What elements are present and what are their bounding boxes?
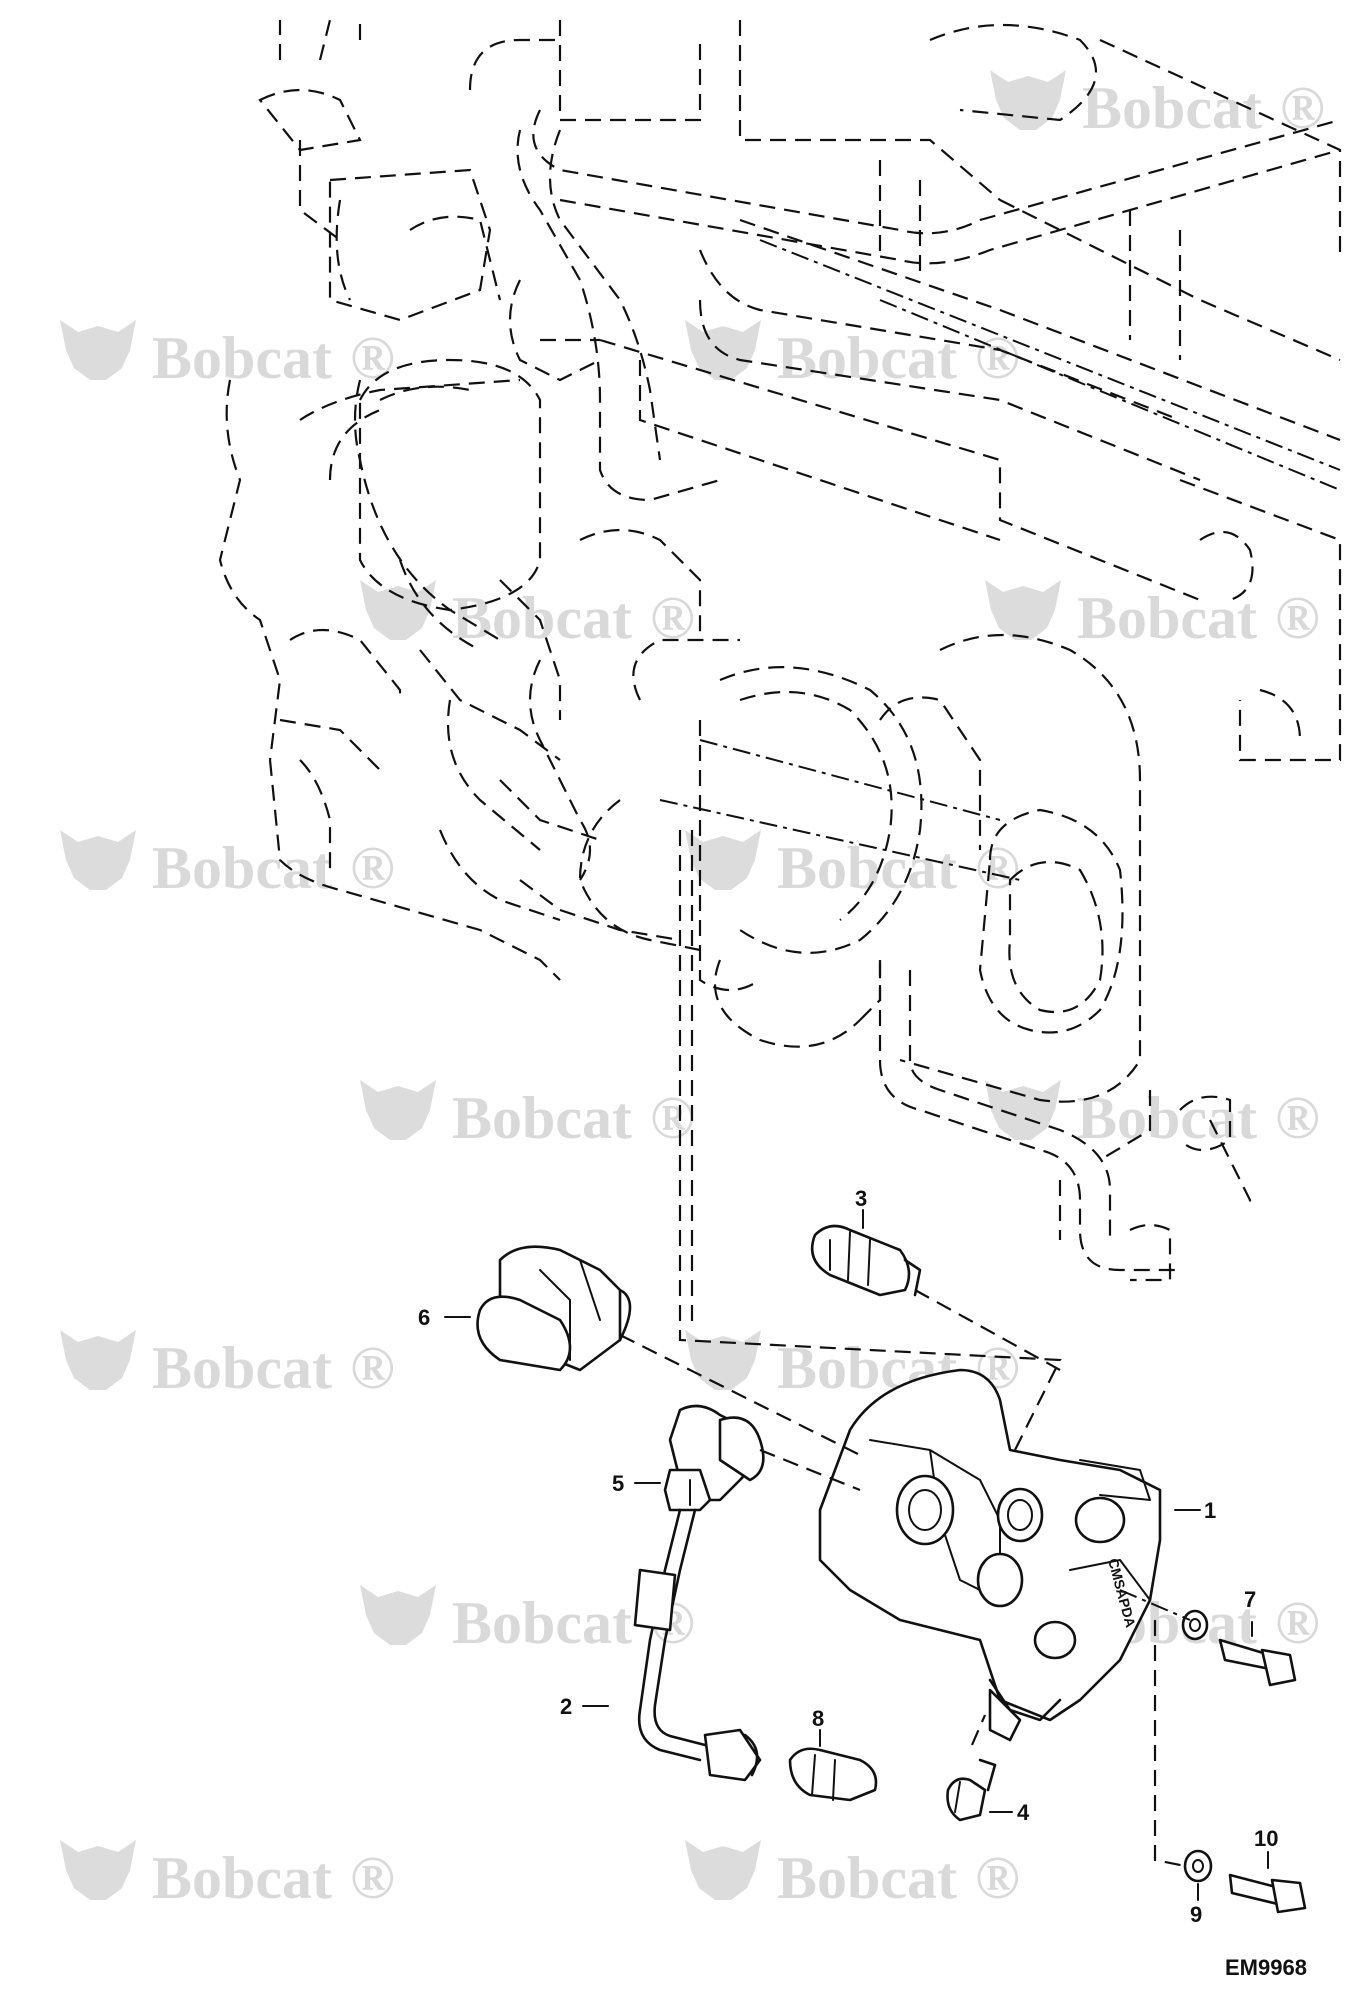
watermark-text: Bobcat xyxy=(152,1845,332,1911)
watermark-text: Bobcat xyxy=(152,1335,332,1401)
callout-7: 7 xyxy=(1244,1587,1256,1637)
bobcat-watermark: Bobcat ® xyxy=(685,1840,1020,1911)
bobcat-watermark: Bobcat ® xyxy=(985,580,1320,651)
watermark-text: Bobcat xyxy=(452,1590,632,1656)
callout-label: 6 xyxy=(418,1305,430,1330)
callout-label: 7 xyxy=(1244,1587,1256,1612)
registered-mark: ® xyxy=(1275,1085,1320,1151)
part-5-elbow-fitting xyxy=(663,1404,765,1512)
callout-6: 6 xyxy=(418,1305,471,1330)
registered-mark: ® xyxy=(975,835,1020,901)
bobcat-head-logo-icon xyxy=(685,830,761,890)
watermark-layer: Bobcat ® Bobcat ® Bobcat ® Bobcat ® Bobcat ® Bobca… xyxy=(60,70,1325,1911)
bobcat-head-logo-icon xyxy=(985,1080,1061,1140)
bobcat-head-logo-icon xyxy=(60,830,136,890)
callout-2: 2 xyxy=(560,1694,609,1719)
watermark-text: Bobcat xyxy=(152,325,332,391)
watermark-text: Bobcat xyxy=(152,835,332,901)
callout-label: 8 xyxy=(812,1706,824,1731)
registered-mark: ® xyxy=(975,1845,1020,1911)
bobcat-head-logo-icon xyxy=(685,1840,761,1900)
watermark-text: Bobcat xyxy=(777,325,957,391)
callout-label: 5 xyxy=(612,1471,624,1496)
callout-label: 1 xyxy=(1204,1498,1216,1523)
engine-background-phantom xyxy=(218,19,1342,1461)
callout-8: 8 xyxy=(812,1706,824,1747)
registered-mark: ® xyxy=(1275,585,1320,651)
part-3-straight-fitting xyxy=(810,1224,922,1297)
bobcat-head-logo-icon xyxy=(685,320,761,380)
part-4-small-fitting xyxy=(946,1758,997,1822)
watermark-text: Bobcat xyxy=(1077,585,1257,651)
assembly-leader-lines xyxy=(619,1289,1191,1868)
callout-10: 10 xyxy=(1254,1826,1278,1869)
bobcat-watermark: Bobcat® xyxy=(685,830,1020,901)
watermark-text: Bobcat xyxy=(452,585,632,651)
bobcat-watermark: Bobcat ® xyxy=(60,320,395,391)
high-pressure-fuel-pump: CMSAPDA xyxy=(818,1368,1162,1742)
callout-1: 1 xyxy=(1174,1498,1216,1523)
callout-label: 9 xyxy=(1190,1902,1202,1927)
registered-mark: ® xyxy=(350,1335,395,1401)
bobcat-head-logo-icon xyxy=(60,1840,136,1900)
watermark-text: Bobcat xyxy=(452,1085,632,1151)
registered-mark: ® xyxy=(350,1845,395,1911)
bobcat-watermark: Bobcat ® xyxy=(685,320,1020,391)
callout-label: 3 xyxy=(855,1186,867,1211)
watermark-text: Bobcat xyxy=(1082,75,1262,141)
bobcat-head-logo-icon xyxy=(360,1585,436,1645)
bobcat-head-logo-icon xyxy=(985,580,1061,640)
callout-3: 3 xyxy=(855,1186,867,1229)
part-8-adapter xyxy=(788,1747,878,1802)
bobcat-watermark: Bobcat® xyxy=(990,70,1325,141)
bobcat-head-logo-icon xyxy=(685,1330,761,1390)
callout-9: 9 xyxy=(1190,1883,1202,1927)
callout-label: 4 xyxy=(1017,1800,1030,1825)
callout-group: 1 2 3 4 5 6 7 8 xyxy=(418,1186,1278,1927)
bobcat-head-logo-icon xyxy=(60,1330,136,1390)
part-9-washer-and-part-10-bolt xyxy=(1183,1849,1307,1914)
registered-mark: ® xyxy=(350,835,395,901)
bobcat-watermark: Bobcat® xyxy=(360,1585,695,1656)
bobcat-head-logo-icon xyxy=(990,70,1066,130)
bobcat-watermark: Bobcat ® xyxy=(985,1080,1320,1151)
bobcat-watermark: Bobcat® xyxy=(360,580,695,651)
part-2-fuel-line xyxy=(633,1508,762,1782)
callout-4: 4 xyxy=(989,1800,1030,1825)
watermark-text: Bobcat xyxy=(777,1845,957,1911)
bobcat-head-logo-icon xyxy=(360,1080,436,1140)
bobcat-watermark: Bobcat ® xyxy=(60,1330,395,1401)
bobcat-head-logo-icon xyxy=(60,320,136,380)
watermark-text: Bobcat xyxy=(1077,1085,1257,1151)
bobcat-watermark: Bobcat ® xyxy=(60,830,395,901)
part-6-elbow-fitting xyxy=(476,1245,632,1372)
registered-mark: ® xyxy=(1275,1590,1320,1656)
bobcat-watermark: Bobcat ® xyxy=(60,1840,395,1911)
registered-mark: ® xyxy=(975,325,1020,391)
diagram-code: EM9968 xyxy=(1225,1955,1307,1980)
callout-5: 5 xyxy=(612,1471,661,1496)
registered-mark: ® xyxy=(650,1085,695,1151)
bobcat-watermark: Bobcat ® xyxy=(360,1080,695,1151)
part-7-washer-and-bolt xyxy=(1181,1609,1297,1687)
callout-label: 10 xyxy=(1254,1826,1278,1851)
callout-label: 2 xyxy=(560,1694,572,1719)
registered-mark: ® xyxy=(350,325,395,391)
